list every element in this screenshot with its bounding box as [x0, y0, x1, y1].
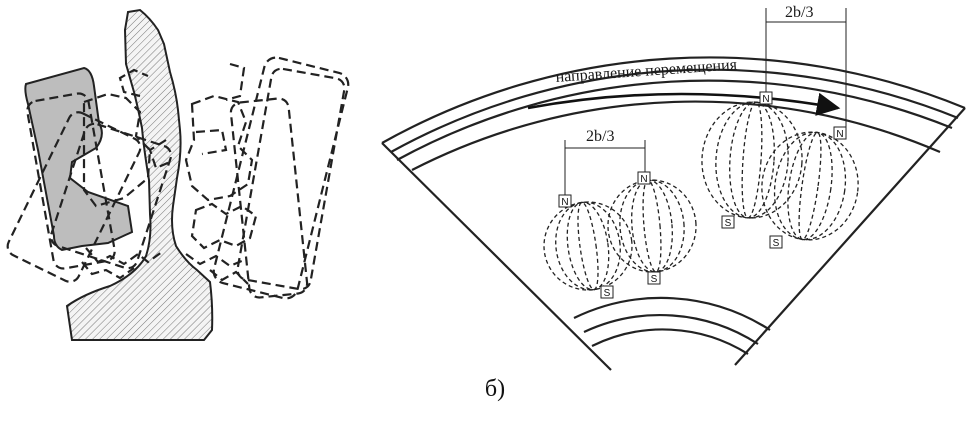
figure-caption: б) [484, 376, 506, 402]
field-sphere-4 [761, 131, 859, 241]
pole-n-4: N [833, 126, 847, 140]
dimension-left [564, 140, 646, 196]
sector-arcs [381, 56, 966, 371]
pole-n-2: N [637, 171, 651, 185]
pole-s-3: S [721, 215, 735, 229]
field-sphere-2 [607, 179, 697, 273]
spacing-label-right: 2b/3 [785, 4, 813, 21]
svg-text:S: S [651, 274, 658, 285]
svg-text:S: S [604, 288, 611, 299]
svg-text:N: N [640, 174, 647, 185]
pole-n-3: N [759, 91, 773, 105]
pole-n-1: N [558, 194, 572, 208]
gray-profile-shape [24, 66, 134, 252]
rail-gauge-diagram [6, 8, 350, 341]
svg-text:S: S [725, 218, 732, 229]
svg-text:N: N [836, 129, 843, 140]
pole-s-4: S [769, 235, 783, 249]
pole-markers: N S N S N S N [558, 91, 847, 299]
field-sphere-3 [701, 101, 803, 219]
dimension-right [765, 8, 847, 128]
svg-text:S: S [773, 238, 780, 249]
gauge-outlines [6, 56, 350, 300]
svg-text:N: N [561, 197, 568, 208]
spacing-label-left: 2b/3 [586, 128, 614, 145]
svg-text:N: N [762, 94, 769, 105]
rail-profile [65, 8, 214, 341]
direction-arrow [527, 92, 841, 116]
wheel-sector-diagram: направление перемещения 2b/3 2b/3 [381, 4, 966, 371]
pole-s-2: S [647, 271, 661, 285]
field-sphere-1 [543, 201, 633, 291]
pole-s-1: S [600, 285, 614, 299]
